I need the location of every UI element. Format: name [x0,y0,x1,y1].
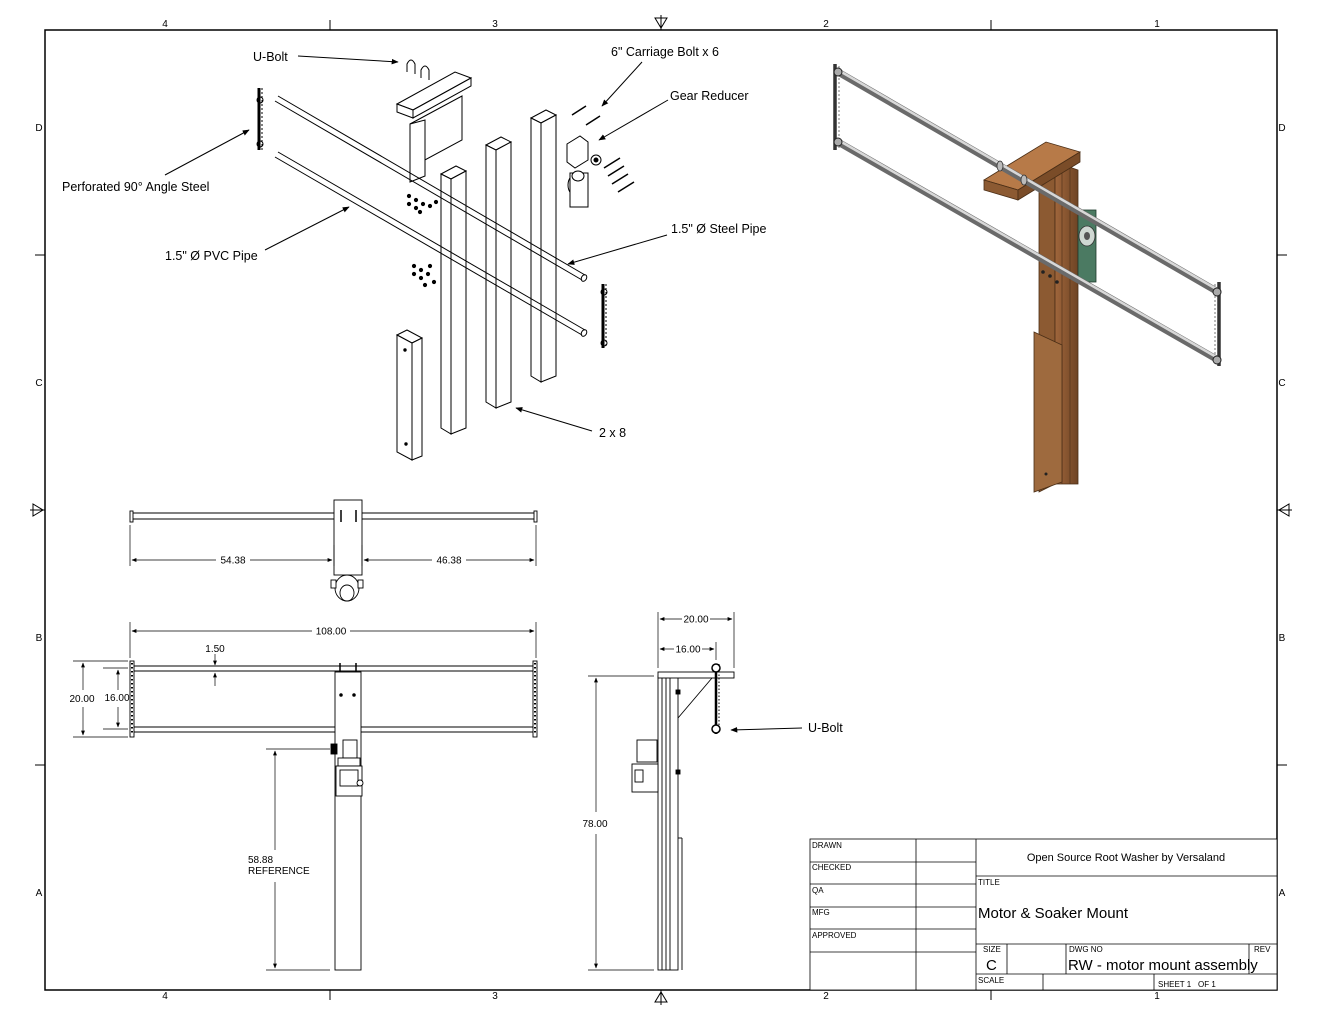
dim-pipe-dia: 1.50 [205,644,225,655]
zone-col-2-bottom: 2 [823,991,829,1002]
tb-sheet-label: SHEET 1 [1158,980,1192,989]
angle-steel-render-left [833,64,843,150]
top-view [129,499,538,602]
front-view-motor [330,739,364,797]
rendered-iso-view [833,64,1222,493]
callout-angle-steel: Perforated 90° Angle Steel [62,180,209,194]
side-view-motor [631,689,681,793]
lower-board [1033,331,1063,493]
top-view-motor [330,574,364,602]
zone-col-1-top: 1 [1154,19,1160,30]
zone-col-3-bottom: 3 [492,991,498,1002]
dim-top-right: 46.38 [436,556,461,567]
tb-sheet-of: OF 1 [1198,980,1216,989]
zone-row-d-right: D [1278,123,1285,134]
callout-lumber: 2 x 8 [599,426,626,440]
tb-qa-label: QA [812,886,824,895]
tb-size: C [986,957,997,974]
callout-u-bolt-top: U-Bolt [253,50,288,64]
zone-row-a-left: A [36,888,43,899]
tb-title-label: TITLE [978,878,1000,887]
dim-side-top-inner: 16.00 [675,645,700,656]
hardware-cluster-lower [411,263,437,288]
tb-company: Open Source Root Washer by Versaland [1027,852,1225,864]
dim-front-width: 108.00 [316,627,347,638]
zone-col-2-top: 2 [823,19,829,30]
dim-front-height-inner: 16.00 [104,693,129,704]
zone-row-c-right: C [1278,378,1285,389]
callout-u-bolt-side: U-Bolt [808,721,843,735]
callout-steel-pipe: 1.5" Ø Steel Pipe [671,222,767,236]
tb-size-label: SIZE [983,945,1001,954]
gear-reducer-exploded [566,135,602,208]
side-view-u-bolt [711,663,721,734]
top-board [395,71,473,119]
callout-pvc-pipe: 1.5" Ø PVC Pipe [165,249,258,263]
zone-col-4-top: 4 [162,19,168,30]
angle-steel-right [600,284,608,348]
dim-front-ref-label: REFERENCE [248,866,310,877]
lumber-board-2 [484,136,513,409]
motor-render [1077,209,1097,283]
lumber-board-3 [529,109,558,383]
steel-pipe-exploded [274,95,588,282]
angle-steel-render-right [1212,282,1222,366]
top-view-dims: 54.38 46.38 [129,525,537,567]
dim-side-height: 78.00 [582,819,607,830]
post-bolts [1041,270,1059,476]
tb-scale-label: SCALE [978,976,1004,985]
steel-pipe-render [834,68,1222,296]
u-bolt-pair [406,59,430,80]
zone-row-a-right: A [1279,888,1286,899]
callout-gear-reducer: Gear Reducer [670,89,749,103]
title-block [809,838,1278,991]
zone-col-3-top: 3 [492,19,498,30]
front-view [129,660,538,971]
bracket-plates [409,95,463,183]
zone-labels: 4 3 2 1 4 3 2 1 D C B A D C B A [35,19,1285,1002]
side-view [631,663,735,971]
dim-side-top-outer: 20.00 [683,615,708,626]
side-view-dims: 20.00 16.00 78.00 [582,612,735,971]
angle-steel-left [256,88,264,150]
zone-row-c-left: C [35,378,42,389]
pvc-pipe-render [834,138,1222,364]
center-mark-bottom [654,990,668,1005]
callouts: U-Bolt 6" Carriage Bolt x 6 Gear Reducer… [62,45,843,735]
title-block-text: DRAWN CHECKED QA MFG APPROVED Open Sourc… [812,841,1271,989]
tb-dwg-no-label: DWG NO [1069,945,1103,954]
sheet-border [30,15,1292,1005]
center-mark-left [30,503,45,517]
dim-front-height-outer: 20.00 [69,694,94,705]
pvc-pipe-exploded [274,151,588,337]
pipe-collars [996,160,1028,186]
tb-title: Motor & Soaker Mount [978,905,1129,922]
exploded-view [256,59,635,461]
zone-col-1-bottom: 1 [1154,991,1160,1002]
tb-dwg-no: RW - motor mount assembly [1068,957,1258,974]
carriage-bolts [571,105,635,193]
tb-drawn-label: DRAWN [812,841,842,850]
hardware-cluster-upper [406,193,439,215]
zone-row-d-left: D [35,123,42,134]
callout-carriage-bolt: 6" Carriage Bolt x 6 [611,45,719,59]
tb-mfg-label: MFG [812,908,830,917]
zone-row-b-left: B [36,633,43,644]
tb-approved-label: APPROVED [812,931,857,940]
front-view-dims: 108.00 1.50 20.00 16.00 58.88 REFERENCE [69,622,537,971]
lumber-short-board [395,329,424,461]
tb-checked-label: CHECKED [812,863,851,872]
zone-col-4-bottom: 4 [162,991,168,1002]
zone-row-b-right: B [1279,633,1286,644]
dim-front-ref-height: 58.88 [248,855,273,866]
center-mark-right [1277,503,1292,517]
center-mark-top [654,15,668,30]
dim-top-left: 54.38 [220,556,245,567]
tb-rev-label: REV [1254,945,1271,954]
lumber-board-1 [439,165,468,435]
